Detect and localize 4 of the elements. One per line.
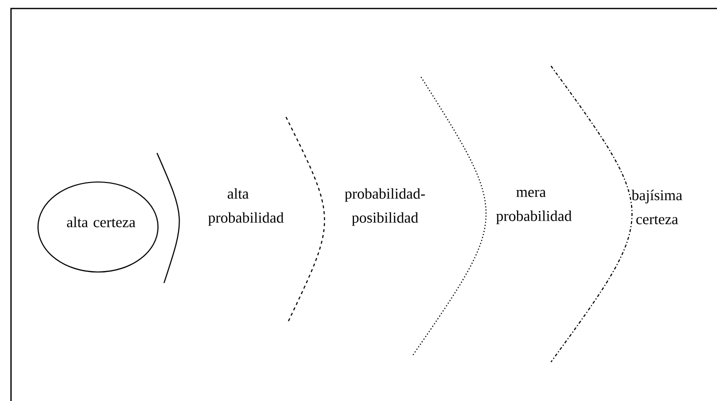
zone-label: probabilidad- posibilidad	[344, 188, 425, 226]
zone-label: mera probabilidad	[496, 190, 572, 224]
zone-label: alta probabilidad	[208, 188, 284, 226]
zone-label: bajísima certeza	[632, 190, 682, 224]
